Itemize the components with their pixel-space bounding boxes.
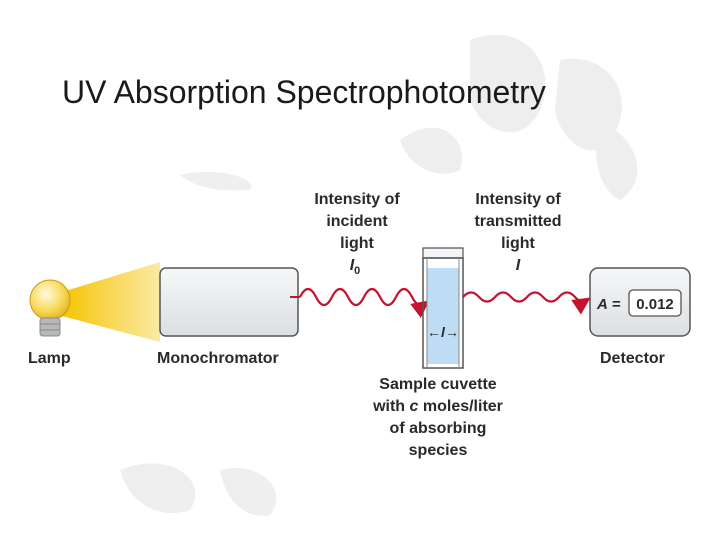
svg-text:with c moles/liter: with c moles/liter [372,398,503,415]
absorbance-value: 0.012 [636,296,674,313]
slide-title: UV Absorption Spectrophotometry [62,74,546,110]
svg-text:of absorbing: of absorbing [390,420,487,437]
detector-label: Detector [600,350,665,367]
svg-text:light: light [501,235,535,252]
lamp-label: Lamp [28,350,71,367]
transmitted-intensity-label: Intensity of transmitted light I [474,191,561,274]
lamp-base [39,317,61,337]
cuvette-liquid [427,268,459,364]
path-length-label: ←l→ [427,324,459,340]
svg-text:light: light [340,235,374,252]
monochromator-label: Monochromator [157,350,279,367]
incident-light-wave [299,287,430,318]
svg-text:I: I [516,257,521,274]
light-beam [62,262,160,342]
monochromator: Monochromator [157,267,300,367]
svg-text:Sample cuvette: Sample cuvette [379,376,496,393]
readout-display [628,289,682,317]
cuvette-caption: Sample cuvette with c moles/liter of abs… [372,376,503,459]
incident-intensity-label: Intensity of incident light I0 [314,191,400,277]
lamp-bulb [29,279,71,321]
svg-text:Intensity of: Intensity of [475,191,561,208]
svg-text:transmitted: transmitted [474,213,561,230]
detector: A = 0.012 Detector [589,267,691,367]
transmitted-light-wave [462,291,591,315]
decorative-watermark [120,34,638,516]
absorbance-symbol: A = [596,296,621,313]
lamp: Lamp [28,262,160,367]
svg-text:I0: I0 [350,257,361,277]
svg-text:species: species [409,442,468,459]
svg-text:Intensity of: Intensity of [314,191,400,208]
svg-text:incident: incident [326,213,388,230]
sample-cuvette: ←l→ [422,247,464,369]
monochromator-box [159,267,299,337]
